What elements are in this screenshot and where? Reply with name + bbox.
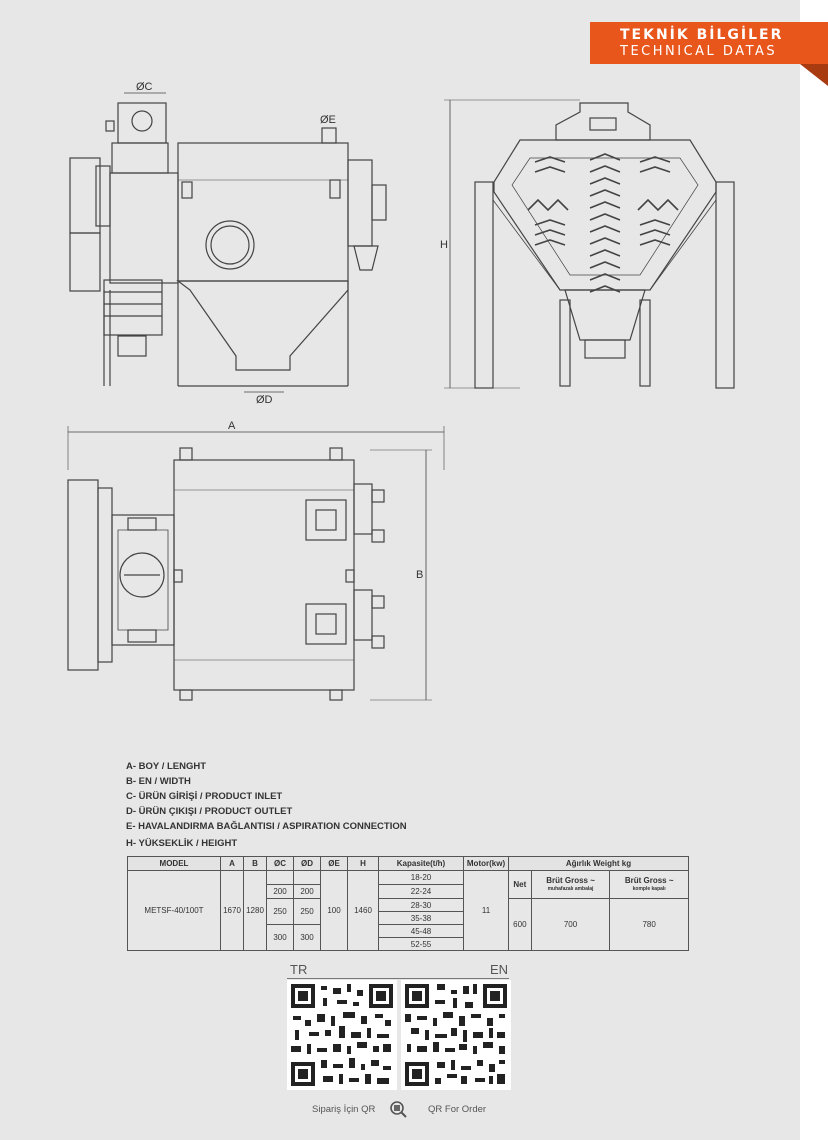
cell-b: 1280 — [243, 870, 267, 951]
weight-header-gross-sub: komple kapalı — [632, 885, 666, 892]
weight-header-net: Net — [508, 870, 532, 899]
cell-d: 300 — [293, 924, 321, 951]
cell-c: 250 — [266, 898, 294, 925]
qr-label-tr: TR — [290, 962, 308, 977]
banner-title-tr: TEKNİK BİLGİLER — [620, 27, 784, 43]
weight-header-gross-label: Brüt Gross ~ — [624, 875, 674, 885]
header-h: H — [347, 856, 379, 871]
cell-weight-net: 600 — [508, 898, 532, 951]
top-view-drawing: A B — [67, 420, 445, 701]
legend-item-e: E- HAVALANDIRMA BAĞLANTISI / ASPIRATION … — [126, 821, 407, 832]
header-b: B — [243, 856, 267, 871]
legend-item-c: C- ÜRÜN GİRİŞİ / PRODUCT INLET — [126, 791, 283, 802]
header-c: ØC — [266, 856, 294, 871]
dim-label-c: ØC — [136, 81, 153, 93]
header-model: MODEL — [127, 856, 221, 871]
cell-weight-gross-packed: 700 — [530, 898, 611, 951]
legend-item-d: D- ÜRÜN ÇIKIŞI / PRODUCT OUTLET — [126, 806, 293, 817]
cell-a: 1670 — [220, 870, 244, 951]
dim-label-e: ØE — [320, 114, 336, 126]
cell-model: METSF-40/100T — [127, 870, 221, 951]
legend-item-h: H- YÜKSEKLİK / HEIGHT — [126, 838, 238, 849]
cell-capacity: 28-30 — [378, 898, 464, 912]
table-row: 200 200 22-24 — [128, 884, 689, 899]
technical-drawings: ØC ØE ØD — [67, 81, 735, 701]
header-a: A — [220, 856, 244, 871]
table-row: METSF-40/100T 1670 1280 100 1460 18-20 1… — [127, 870, 689, 951]
table-header-row: MODEL A B ØC ØD ØE H Kapasite(t/h) Motor… — [127, 856, 689, 871]
cell-capacity: 45-48 — [378, 924, 464, 938]
qr-code-en[interactable] — [401, 980, 511, 1090]
front-view-drawing: ØC ØE ØD — [69, 81, 387, 406]
header-weight: Ağırlık Weight kg — [508, 856, 689, 871]
banner-title-en: TECHNICAL DATAS — [620, 44, 778, 59]
cell-c: 200 — [266, 884, 294, 899]
cell-c: 300 — [266, 924, 294, 951]
cell-motor: 11 — [463, 870, 509, 951]
cell-e: 100 — [320, 870, 348, 951]
qr-scan-icon — [389, 1100, 407, 1118]
cell-capacity: 18-20 — [378, 870, 464, 885]
table-row: 52-55 — [128, 937, 689, 951]
dim-label-d: ØD — [256, 394, 273, 406]
weight-header-gross-sub: muhafazalı ambalaj — [547, 885, 594, 892]
qr-pattern-tr — [291, 984, 393, 1086]
cell-d: 250 — [293, 898, 321, 925]
cell-capacity: 35-38 — [378, 911, 464, 925]
header-d: ØD — [293, 856, 321, 871]
page-edge — [800, 0, 828, 1140]
order-label-tr: Sipariş İçin QR — [312, 1104, 376, 1115]
table-row: 250 250 28-30 600 700 780 — [128, 898, 689, 951]
dim-label-a: A — [228, 420, 236, 432]
specification-table: MODEL A B ØC ØD ØE H Kapasite(t/h) Motor… — [127, 856, 689, 951]
cell-capacity: 22-24 — [378, 884, 464, 899]
qr-pattern-en — [405, 984, 507, 1086]
dim-label-h: H — [440, 239, 448, 251]
banner-fold — [800, 64, 828, 86]
cell-capacity: 52-55 — [378, 937, 464, 951]
dimension-legend: A- BOY / LENGHT B- EN / WIDTH C- ÜRÜN Gİ… — [126, 759, 407, 851]
weight-header-gross-packed: Brüt Gross ~ muhafazalı ambalaj — [530, 870, 611, 899]
order-label-en: QR For Order — [428, 1104, 487, 1115]
header-e: ØE — [320, 856, 348, 871]
cell-h: 1460 — [347, 870, 379, 951]
cell-weight-gross-closed: 780 — [609, 898, 689, 951]
qr-underline — [287, 978, 509, 979]
dim-label-b: B — [416, 569, 423, 581]
qr-code-tr[interactable] — [287, 980, 397, 1090]
technical-data-banner: TEKNİK BİLGİLER TECHNICAL DATAS — [590, 22, 828, 64]
side-view-drawing: H — [440, 99, 735, 389]
legend-item-a: A- BOY / LENGHT — [126, 761, 207, 772]
weight-header-gross-closed: Brüt Gross ~ komple kapalı — [609, 870, 689, 899]
cell-d: 200 — [293, 884, 321, 899]
qr-label-en: EN — [490, 962, 509, 977]
legend-item-b: B- EN / WIDTH — [126, 776, 191, 787]
weight-header-gross-label: Brüt Gross ~ — [546, 875, 595, 885]
header-capacity: Kapasite(t/h) — [378, 856, 464, 871]
header-motor: Motor(kw) — [463, 856, 509, 871]
